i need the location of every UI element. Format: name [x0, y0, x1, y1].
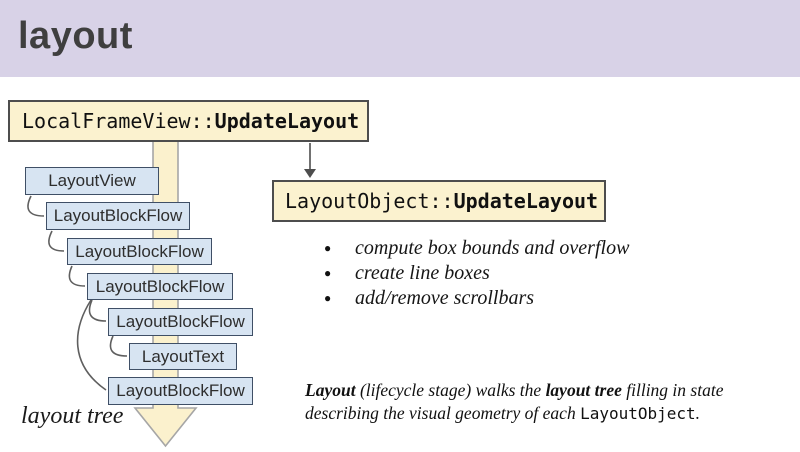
- footnote-body-1: (lifecycle stage) walks the: [355, 380, 546, 400]
- layout-object-scope: LayoutObject::: [285, 189, 454, 213]
- connector-arc-5: [109, 335, 128, 357]
- slide-title-bar: layout: [0, 0, 800, 77]
- frame-view-method: UpdateLayout: [214, 109, 360, 133]
- connector-arc-6: [76, 299, 107, 391]
- connector-arc-2: [48, 230, 65, 252]
- layout-object-update-layout-box: LayoutObject::UpdateLayout: [272, 180, 606, 222]
- layout-object-method: UpdateLayout: [453, 189, 599, 213]
- footnote: Layout (lifecycle stage) walks the layou…: [305, 379, 800, 425]
- footnote-body-2: filling in state: [621, 380, 724, 400]
- connector-arc-4: [88, 299, 107, 322]
- list-item: add/remove scrollbars: [318, 286, 718, 311]
- tree-node-layout-text: LayoutText: [129, 343, 237, 370]
- page-title: layout: [18, 15, 133, 57]
- tree-caption: layout tree: [21, 403, 124, 429]
- list-item: compute box bounds and overflow: [318, 236, 718, 261]
- footnote-body-3: describing the visual geometry of each: [305, 403, 581, 423]
- tree-node-block-flow-4: LayoutBlockFlow: [108, 308, 253, 336]
- list-item: create line boxes: [318, 261, 718, 286]
- tree-node-layout-view: LayoutView: [25, 167, 159, 195]
- connector-arc-3: [68, 265, 86, 287]
- footnote-period: .: [695, 403, 701, 423]
- connector-arc-1: [27, 195, 45, 217]
- frame-view-update-layout-box: LocalFrameView::UpdateLayout: [8, 100, 369, 142]
- frame-view-scope: LocalFrameView::: [22, 109, 215, 133]
- footnote-code: LayoutObject: [580, 404, 696, 423]
- layout-steps-list: compute box bounds and overflow create l…: [318, 236, 718, 311]
- footnote-tree-bold: layout tree: [545, 380, 622, 400]
- tree-node-block-flow-5: LayoutBlockFlow: [108, 377, 253, 405]
- tree-node-block-flow-2: LayoutBlockFlow: [67, 238, 212, 265]
- tree-node-block-flow-1: LayoutBlockFlow: [46, 202, 190, 230]
- tree-node-block-flow-3: LayoutBlockFlow: [87, 273, 233, 300]
- footnote-lead: Layout: [305, 380, 356, 400]
- call-arrow-head: [304, 169, 316, 178]
